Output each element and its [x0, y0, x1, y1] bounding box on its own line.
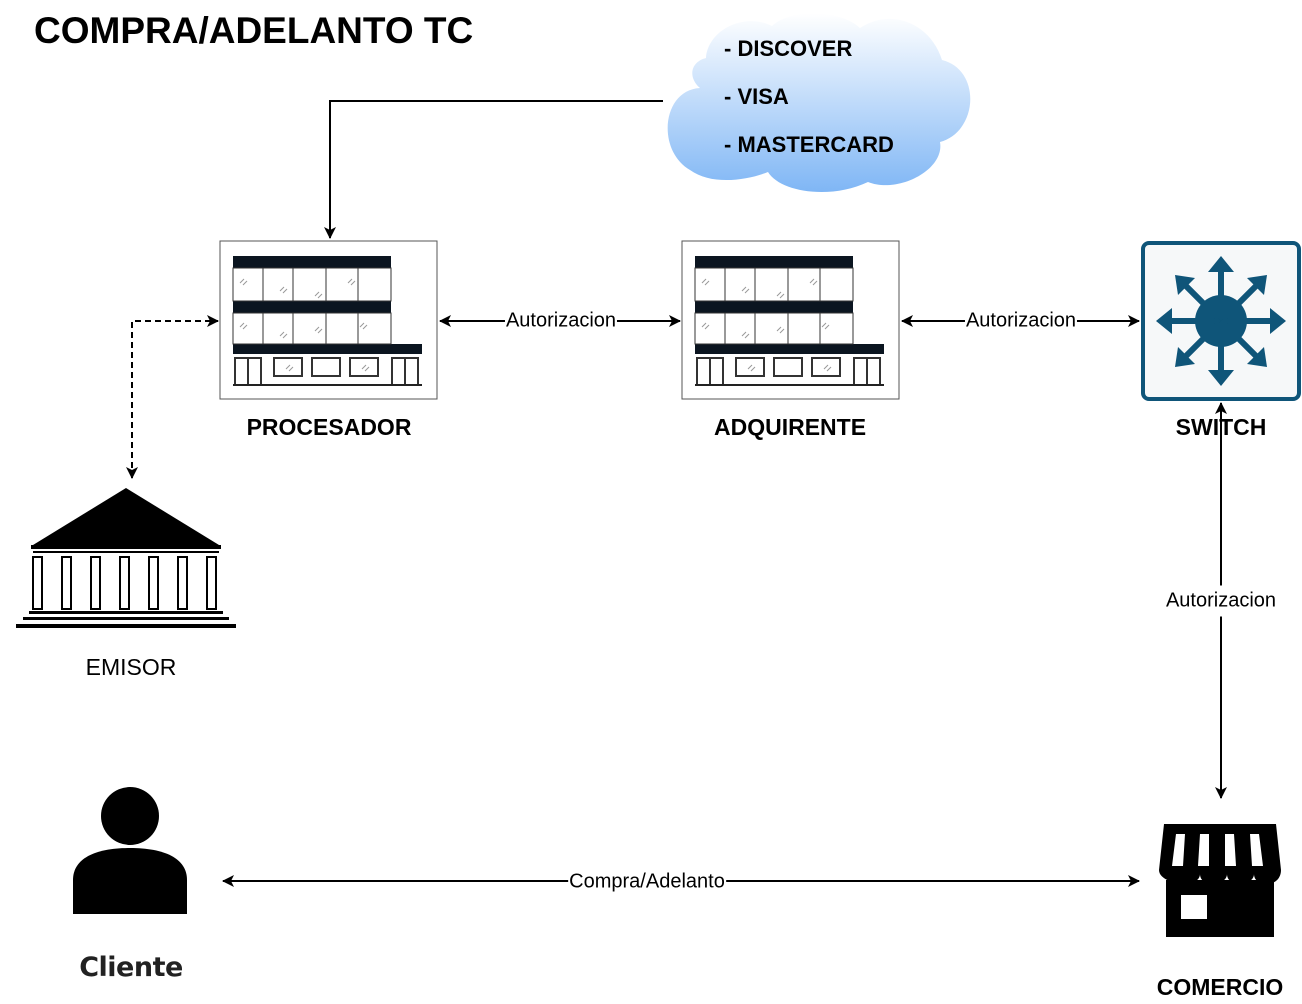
page-title: COMPRA/ADELANTO TC: [34, 10, 474, 51]
network-item-mastercard: - MASTERCARD: [724, 132, 894, 157]
network-item-visa: - VISA: [724, 84, 789, 109]
bank-icon: [16, 488, 236, 628]
cliente-label: Cliente: [79, 952, 183, 983]
edge-cloud-procesador: [324, 100, 663, 239]
edge-label-switch-comercio: Autorizacion: [1163, 585, 1279, 617]
procesador-building-icon: [219, 240, 438, 400]
edge-emisor-procesador: [126, 315, 219, 479]
edge-label-adquirente-switch: Autorizacion: [964, 309, 1078, 333]
switch-icon: [1141, 241, 1301, 401]
emisor-label: EMISOR: [85, 654, 177, 680]
network-item-discover: - DISCOVER: [724, 36, 853, 61]
switch-label: SWITCH: [1175, 414, 1267, 440]
procesador-label: PROCESADOR: [246, 414, 412, 440]
adquirente-label: ADQUIRENTE: [713, 414, 867, 440]
store-icon: [1159, 824, 1281, 937]
adquirente-building-icon: [681, 240, 900, 400]
edge-label-cliente-comercio: Compra/Adelanto: [568, 870, 726, 894]
edge-label-procesador-adquirente: Autorizacion: [504, 309, 618, 333]
person-icon: [73, 787, 187, 914]
card-networks-cloud: [667, 13, 971, 193]
comercio-label: COMERCIO: [1156, 974, 1284, 1000]
